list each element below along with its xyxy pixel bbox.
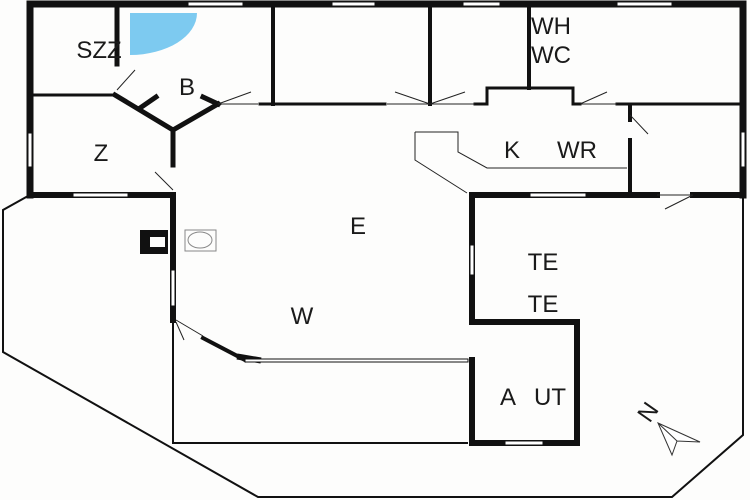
compass-label: N bbox=[632, 397, 664, 427]
room-label-te-2: TE bbox=[528, 291, 559, 318]
kitchen-counter bbox=[414, 131, 627, 194]
room-labels: SZZ B Z E W WH WC K WR TE TE A UT bbox=[76, 13, 597, 411]
room-label-w: W bbox=[291, 303, 314, 330]
room-label-a: A bbox=[500, 384, 516, 411]
north-arrow-icon bbox=[657, 422, 701, 457]
room-label-ut: UT bbox=[534, 384, 566, 411]
room-label-wh: WH bbox=[531, 13, 571, 40]
windows bbox=[27, 1, 746, 446]
stove-icon bbox=[184, 229, 217, 252]
room-label-te-1: TE bbox=[528, 249, 559, 276]
room-label-wr: WR bbox=[557, 137, 597, 164]
room-label-k: K bbox=[504, 137, 520, 164]
room-label-e: E bbox=[350, 213, 366, 240]
room-label-szz: SZZ bbox=[76, 37, 121, 64]
terrace-outline bbox=[2, 195, 744, 498]
room-label-wc: WC bbox=[531, 42, 571, 69]
doors bbox=[116, 69, 694, 341]
compass: N bbox=[632, 397, 701, 457]
room-label-z: Z bbox=[94, 140, 109, 167]
shower-icon bbox=[130, 13, 197, 55]
room-label-b: B bbox=[179, 74, 195, 101]
walls bbox=[26, 0, 747, 446]
chimney bbox=[140, 230, 168, 254]
